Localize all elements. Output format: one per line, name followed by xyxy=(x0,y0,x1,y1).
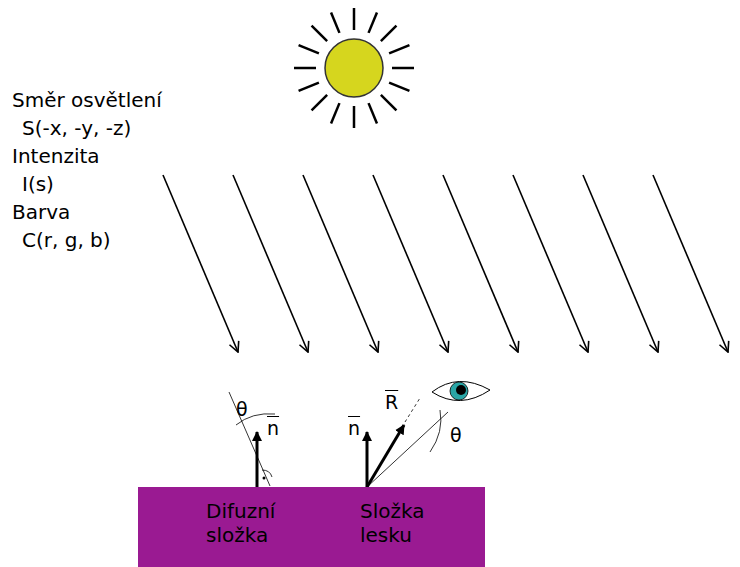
normal-vector xyxy=(366,432,369,487)
sun-ray xyxy=(392,67,414,70)
reflection-extension xyxy=(405,398,420,422)
sun-ray xyxy=(294,67,316,70)
sun-ray xyxy=(299,45,319,53)
sun-ray xyxy=(331,103,339,123)
sun-ray xyxy=(353,106,356,128)
sun-ray xyxy=(369,13,377,33)
legend-heading: Barva xyxy=(12,201,70,224)
angle-symbol: θ xyxy=(450,425,462,447)
view-line xyxy=(367,412,448,487)
right-angle-arc xyxy=(262,470,272,477)
light-ray xyxy=(373,175,448,352)
right-angle-dot xyxy=(263,477,266,480)
vector-symbol: n xyxy=(348,418,360,440)
light-direction-line xyxy=(229,392,270,486)
angle-symbol: θ xyxy=(236,399,248,421)
sun-ray xyxy=(381,95,397,111)
light-ray xyxy=(163,175,238,352)
sun-ray xyxy=(331,13,339,33)
sun xyxy=(325,39,383,97)
sun-ray xyxy=(299,83,319,91)
sun-ray xyxy=(389,45,409,53)
surface-block: Difuzní složka Složka lesku xyxy=(138,487,485,567)
light-ray xyxy=(443,175,518,352)
vector-formula: S(-x, -y, -z) xyxy=(22,117,131,140)
sun-ray xyxy=(369,103,377,123)
sun-ray xyxy=(381,26,397,42)
angle-arc xyxy=(430,410,441,452)
light-rays xyxy=(163,175,728,352)
vector-symbol: n xyxy=(267,418,279,440)
vector-symbol: R xyxy=(385,392,398,414)
sun-ray xyxy=(353,8,356,30)
eye xyxy=(432,381,490,400)
legend-heading: Směr osvětlení xyxy=(12,89,162,112)
light-ray xyxy=(303,175,378,352)
light-ray xyxy=(583,175,658,352)
light-ray xyxy=(513,175,588,352)
formula: C(r, g, b) xyxy=(22,229,111,252)
component-label: Složka lesku xyxy=(360,499,460,547)
formula: I(s) xyxy=(22,173,54,196)
sun-ray xyxy=(312,95,328,111)
reflection-vector xyxy=(367,425,404,487)
component-label: Difuzní složka xyxy=(206,499,316,547)
sun-ray xyxy=(312,26,328,42)
sun-rays xyxy=(294,8,414,128)
light-ray xyxy=(233,175,308,352)
sun-ray xyxy=(389,83,409,91)
legend-heading: Intenzita xyxy=(12,145,100,168)
light-ray xyxy=(653,175,728,352)
